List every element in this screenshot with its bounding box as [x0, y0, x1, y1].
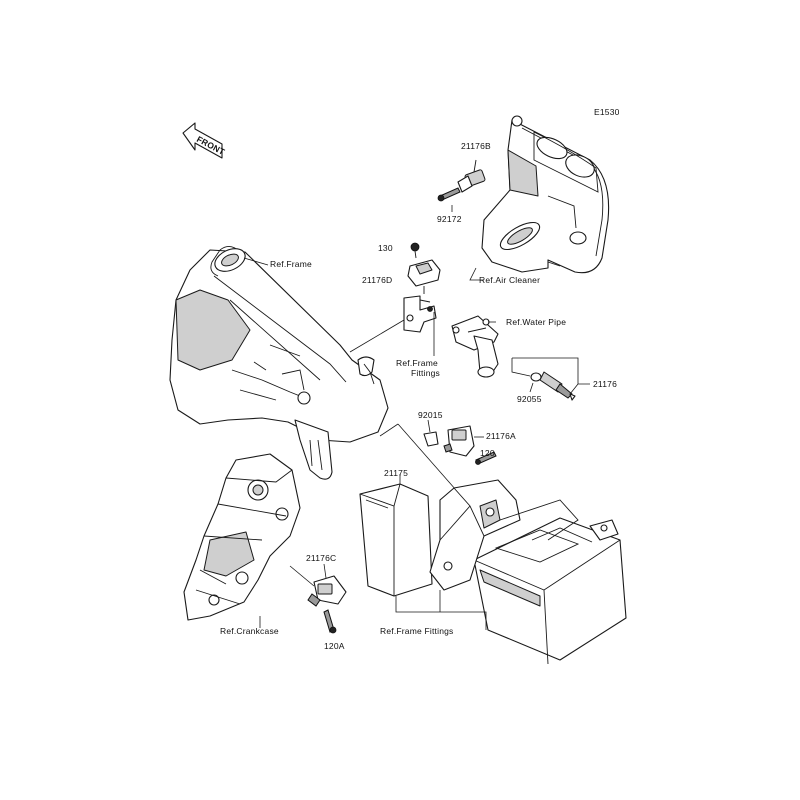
label-92055: 92055: [517, 394, 542, 404]
label-92015: 92015: [418, 410, 443, 420]
air-cleaner-housing: [481, 115, 610, 274]
label-ref-frame-fittings-bottom: Ref.Frame Fittings: [380, 626, 454, 636]
label-ref-crankcase: Ref.Crankcase: [220, 626, 279, 636]
crankcase: [183, 453, 301, 621]
washer-92055: [529, 372, 542, 393]
label-ref-frame-fittings-line1: Ref.Frame: [396, 358, 438, 368]
label-ref-air-cleaner: Ref.Air Cleaner: [479, 275, 540, 285]
label-92172: 92172: [437, 214, 462, 224]
label-21176c: 21176C: [306, 553, 336, 563]
sensor-21176c: [289, 563, 347, 607]
label-21175: 21175: [384, 468, 408, 478]
screw-92172: [437, 187, 461, 212]
front-arrow-icon: FRONT: [182, 122, 227, 159]
label-120a: 120A: [324, 641, 345, 651]
label-130: 130: [378, 243, 393, 253]
battery-case: [473, 517, 627, 665]
water-pipe-fitting: [451, 315, 499, 378]
label-ref-frame-fittings-line2: Fittings: [411, 368, 440, 378]
label-21176d: 21176D: [362, 275, 392, 285]
label-21176: 21176: [593, 379, 617, 389]
diagram-code: E1530: [594, 107, 620, 117]
frame: [169, 246, 389, 480]
ecu-bracket: [429, 479, 579, 591]
label-ref-water-pipe: Ref.Water Pipe: [506, 317, 566, 327]
label-21176b: 21176B: [461, 141, 491, 151]
sensor-21176a: [443, 425, 475, 457]
label-ref-frame: Ref.Frame: [270, 259, 312, 269]
bolt-120a: [323, 609, 337, 634]
sensor-21176b: [457, 159, 486, 193]
bolt-130: [410, 242, 420, 259]
bolt-120: [475, 451, 497, 465]
sensor-21176: [539, 371, 576, 401]
ecu-21175: [359, 474, 433, 597]
sensor-21176d: [407, 259, 441, 294]
label-120: 120: [480, 448, 495, 458]
frame-fittings-bracket: [349, 295, 437, 353]
label-21176a: 21176A: [486, 431, 516, 441]
nut-92015: [423, 419, 439, 447]
